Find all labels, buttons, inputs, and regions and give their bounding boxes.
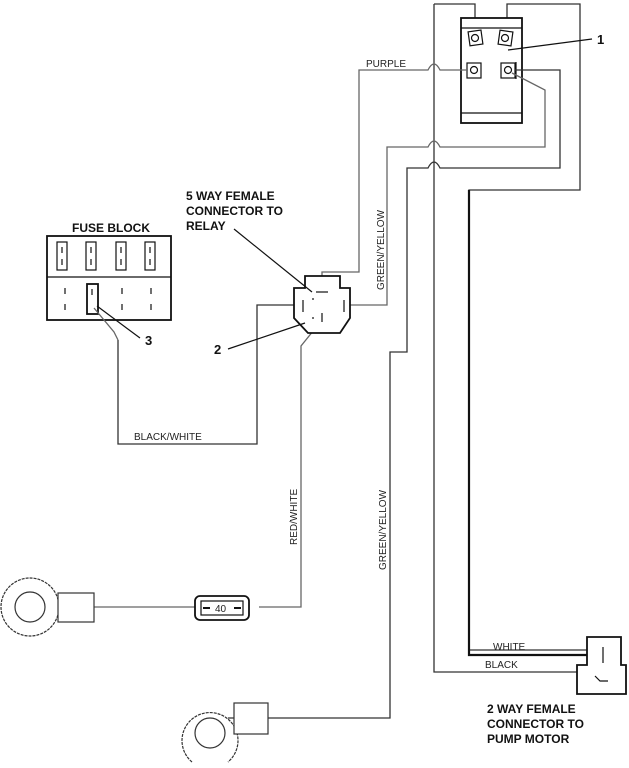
wire-label-green-yellow-lower: GREEN/YELLOW	[378, 489, 389, 570]
inline-fuse-rating: 40	[215, 604, 227, 615]
fuse-block	[46, 235, 172, 321]
wire-label-white: WHITE	[493, 642, 526, 653]
wire-label-purple: PURPLE	[366, 59, 406, 70]
connector-2way	[576, 636, 627, 695]
ring-terminal-positive	[0, 577, 95, 637]
fuse-block-title: FUSE BLOCK	[72, 221, 150, 235]
callout-leader-2	[227, 322, 306, 350]
connector-2way-label-line3: PUMP MOTOR	[487, 732, 570, 746]
wire-green-yellow-upper	[349, 72, 546, 306]
wire-label-black-white: BLACK/WHITE	[134, 432, 202, 443]
connector-5way-label-line2: CONNECTOR TO	[186, 204, 283, 218]
ring-terminal-ground	[181, 702, 269, 763]
relay	[460, 17, 523, 124]
wire-frame-top-left	[434, 3, 476, 20]
fuse-slot	[144, 241, 156, 271]
connector-5way	[293, 275, 351, 334]
wire-frame-left	[433, 4, 592, 673]
wire-black-white	[117, 304, 297, 445]
inline-fuse: 40	[194, 595, 250, 621]
fuse-slot	[56, 241, 68, 271]
fuse-slot	[115, 241, 127, 271]
connector-2way-label-line2: CONNECTOR TO	[487, 717, 584, 731]
wire-white	[467, 190, 603, 657]
relay-terminal	[467, 29, 484, 47]
connector-5way-label-line1: 5 WAY FEMALE	[186, 189, 275, 203]
wire-red-white	[259, 319, 323, 608]
callout-leader-3	[96, 305, 141, 339]
wire-green-yellow-lower	[228, 69, 561, 719]
wire-purple	[321, 63, 467, 285]
wire-label-red-white: RED/WHITE	[289, 489, 300, 545]
wire-label-black: BLACK	[485, 660, 518, 671]
callout-2: 2	[214, 342, 221, 357]
wire-label-green-yellow-upper: GREEN/YELLOW	[376, 209, 387, 290]
wire-fuse-drop	[93, 307, 119, 341]
callout-1: 1	[597, 32, 604, 47]
fuse-slot-3	[86, 283, 99, 315]
connector-2way-label-line1: 2 WAY FEMALE	[487, 702, 576, 716]
callout-leader-1	[507, 38, 593, 51]
leader-5way-label	[233, 228, 313, 293]
fuse-slot	[85, 241, 97, 271]
relay-terminal	[497, 29, 514, 47]
connector-5way-label-line3: RELAY	[186, 219, 226, 233]
callout-3: 3	[145, 333, 152, 348]
